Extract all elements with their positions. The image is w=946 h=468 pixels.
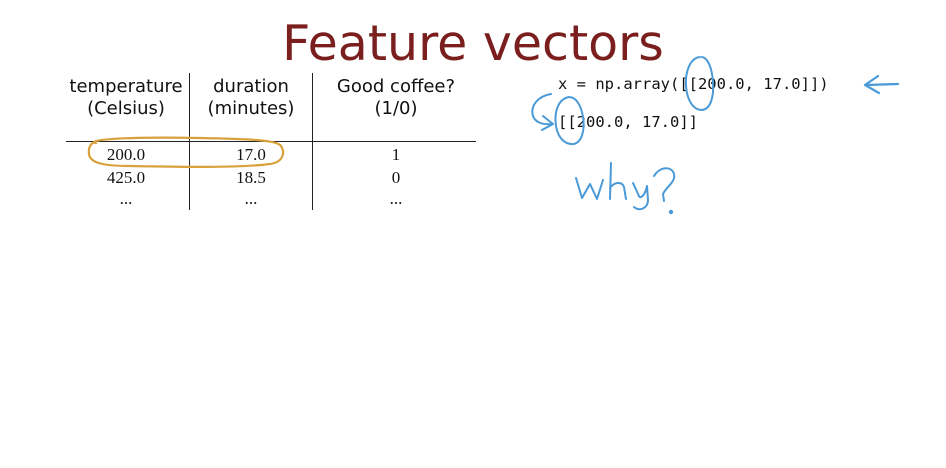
- header-duration: duration (minutes): [190, 76, 312, 120]
- header-duration-label: duration: [213, 76, 289, 97]
- table-cell: 0: [391, 168, 401, 187]
- table-cell: ...: [389, 189, 403, 208]
- table-cell: 17.0: [236, 145, 266, 164]
- blue-bracket-circle-top: [684, 56, 715, 112]
- header-good-coffee-unit: (1/0): [374, 98, 418, 119]
- table-cell: 18.5: [236, 168, 266, 187]
- blue-arrow-left-icon: [863, 74, 900, 95]
- header-temperature-unit: (Celsius): [87, 98, 165, 119]
- table-cell: ...: [244, 189, 258, 208]
- code-statement: x = np.array([[200.0, 17.0]]): [558, 75, 829, 93]
- orange-highlight-loop: [87, 136, 285, 168]
- handwritten-why: [575, 162, 676, 215]
- table-cell: 1: [391, 145, 401, 164]
- blue-bracket-circle-bottom: [554, 96, 585, 146]
- header-temperature-label: temperature: [69, 76, 183, 97]
- code-output: [[200.0, 17.0]]: [558, 113, 698, 131]
- blue-curved-arrow-icon: [531, 93, 554, 131]
- header-good-coffee-label: Good coffee?: [336, 76, 456, 97]
- slide-title: Feature vectors: [282, 15, 664, 72]
- table-cell: 425.0: [106, 168, 146, 187]
- header-duration-unit: (minutes): [207, 98, 295, 119]
- table-cell: ...: [119, 189, 133, 208]
- table-cell: 200.0: [106, 145, 146, 164]
- header-temperature: temperature (Celsius): [64, 76, 188, 120]
- header-good-coffee: Good coffee? (1/0): [318, 76, 474, 120]
